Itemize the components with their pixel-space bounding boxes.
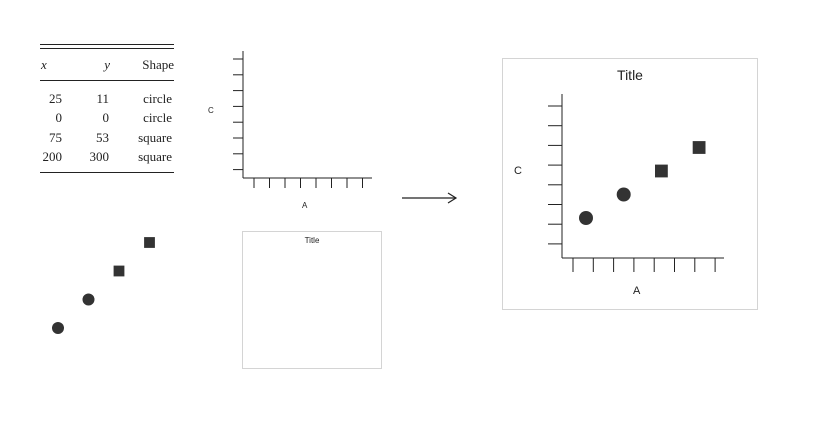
circle-point: [82, 293, 95, 306]
marks-sketch: [52, 237, 155, 334]
result-plot-title: Title: [617, 67, 643, 83]
table-header-row: x y Shape: [40, 55, 174, 74]
marks-sketch-points: [52, 237, 155, 334]
header-x: x: [41, 57, 47, 72]
table-mid-rule: [40, 80, 174, 81]
title-sketch-title: Title: [304, 236, 320, 245]
result-plot: [548, 94, 724, 272]
result-plot-points: [579, 141, 706, 225]
result-plot-ticks: [548, 105, 716, 272]
cell-y: 300: [89, 148, 110, 164]
cell-shape: circle: [143, 91, 172, 106]
cell-x: 200: [42, 148, 63, 164]
square-point: [144, 237, 155, 248]
cell-shape: square: [138, 148, 172, 164]
axes-sketch-ylabel: C: [208, 106, 214, 115]
data-table: x y Shape 25 11 circle 0 0 circle 75 53 …: [40, 44, 174, 174]
circle-point: [616, 187, 631, 202]
square-point: [655, 164, 668, 178]
cell-x: 75: [49, 129, 62, 145]
cell-shape: square: [138, 129, 172, 145]
cell-shape: circle: [143, 110, 172, 126]
axes-sketch-xlabel: A: [302, 201, 308, 210]
table-bottom-rule: [40, 172, 174, 174]
cell-y: 53: [96, 129, 109, 145]
result-plot-xlabel: A: [633, 285, 641, 297]
arrow-icon: [402, 192, 458, 204]
axes-sketch: [233, 51, 372, 188]
table-row: 200 300 square: [40, 147, 174, 166]
cell-x: 0: [55, 110, 63, 126]
title-sketch-panel: [242, 231, 382, 369]
result-plot-ylabel: C: [514, 165, 522, 177]
table-body: 25 11 circle 0 0 circle 75 53 square 200…: [40, 89, 174, 166]
circle-point: [579, 211, 593, 225]
square-point: [692, 141, 706, 154]
header-y: y: [104, 57, 110, 72]
header-shape: Shape: [142, 57, 174, 72]
table-row: 75 53 square: [40, 128, 174, 147]
axes-sketch-ticks: [233, 58, 363, 188]
cell-y: 0: [102, 110, 110, 126]
table-row: 0 0 circle: [40, 108, 174, 127]
table-top-rule: [40, 44, 174, 49]
circle-point: [52, 322, 64, 334]
table-row: 25 11 circle: [40, 89, 174, 108]
cell-x: 25: [49, 91, 62, 106]
cell-y: 11: [96, 91, 109, 106]
square-point: [113, 265, 125, 277]
